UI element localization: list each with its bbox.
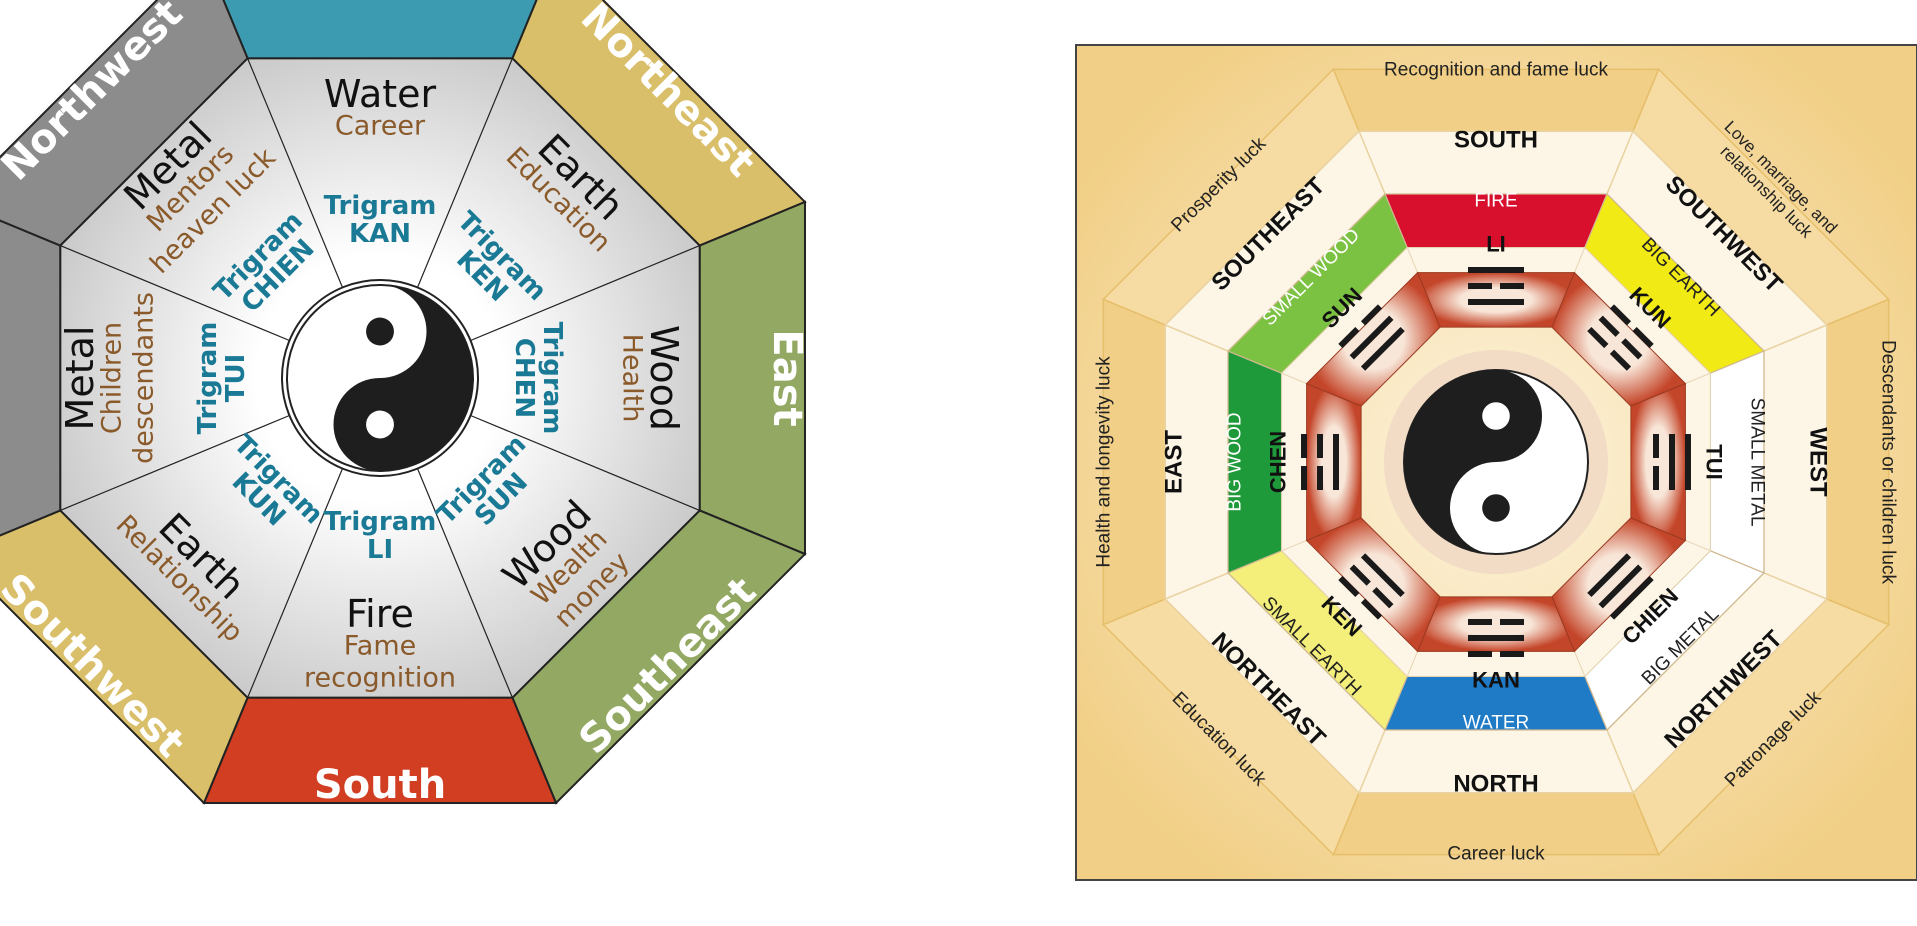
left-bagua-diagram: NorthWaterCareerTrigramKANNortheastEarth… bbox=[0, 0, 810, 808]
direction-label-south: SOUTH bbox=[1454, 127, 1538, 154]
sector-divider bbox=[470, 414, 700, 511]
trigram-name-label-tui: TUI bbox=[1702, 444, 1727, 479]
color-band-label-south: FIRE bbox=[1474, 191, 1517, 212]
aspect-label-north: Career bbox=[335, 111, 426, 142]
color-band-label-east: BIG WOOD bbox=[1225, 412, 1246, 511]
element-label-north: Water bbox=[324, 72, 437, 116]
trigram-label-south-line-1: Trigram bbox=[324, 507, 437, 537]
trigram-name-label-chen: CHEN bbox=[1266, 431, 1291, 493]
luck-label-south: Recognition and fame luck bbox=[1384, 60, 1608, 81]
direction-label-east: EAST bbox=[1161, 430, 1188, 494]
aspect-label-west-line-2: descendants bbox=[129, 292, 160, 464]
trigram-symbol-li bbox=[1468, 267, 1524, 305]
trigram-label-east-line-2: CHEN bbox=[509, 338, 539, 418]
trigram-symbol-kan bbox=[1468, 619, 1524, 657]
trigram-symbol-chen bbox=[1301, 434, 1339, 490]
trigram-symbol-ken bbox=[1338, 553, 1405, 620]
trigram-symbol-kun bbox=[1587, 304, 1654, 371]
yin-yang-right bbox=[1403, 369, 1589, 555]
trigram-zone bbox=[1416, 596, 1576, 652]
sector-divider bbox=[416, 468, 513, 698]
direction-label-east: East bbox=[764, 329, 810, 426]
trigram-label-east-line-1: Trigram bbox=[537, 322, 567, 435]
direction-band-north bbox=[222, 0, 538, 60]
direction-band-west bbox=[0, 219, 62, 537]
trigram-name-label-li: LI bbox=[1486, 232, 1506, 257]
element-label-west: Metal bbox=[58, 326, 102, 431]
sector-divider bbox=[247, 468, 344, 698]
trigram-label-west-line-1: Trigram bbox=[193, 322, 223, 435]
sector-divider bbox=[416, 58, 513, 288]
aspect-label-south-line-2: recognition bbox=[304, 663, 456, 694]
yin-yang-left bbox=[286, 284, 474, 472]
luck-label-west: Descendants or children luck bbox=[1878, 340, 1899, 584]
trigram-label-north-line-2: KAN bbox=[349, 219, 411, 249]
trigram-symbol-chien bbox=[1587, 553, 1654, 620]
sector-divider bbox=[60, 414, 290, 511]
element-label-south: Fire bbox=[346, 592, 414, 636]
trigram-symbol-tui bbox=[1653, 434, 1691, 490]
sector-divider bbox=[60, 245, 290, 342]
luck-label-east: Health and longevity luck bbox=[1094, 356, 1115, 568]
sector-divider bbox=[247, 58, 344, 288]
aspect-label-west-line-1: Children bbox=[97, 322, 128, 434]
trigram-label-west-line-2: TUI bbox=[221, 354, 251, 403]
trigram-zone bbox=[1630, 382, 1686, 542]
trigram-label-north-line-1: Trigram bbox=[324, 191, 437, 221]
direction-label-west: WEST bbox=[1805, 427, 1832, 497]
direction-label-south: South bbox=[314, 762, 446, 808]
color-band-label-north: WATER bbox=[1463, 713, 1530, 734]
trigram-name-label-kan: KAN bbox=[1472, 668, 1520, 693]
aspect-label-south-line-1: Fame bbox=[344, 631, 417, 662]
right-bagua-diagram: Recognition and fame luckSOUTHFIRELILove… bbox=[1094, 60, 1899, 865]
sector-divider bbox=[470, 245, 700, 342]
direction-label-north: NORTH bbox=[1453, 771, 1538, 798]
color-band-label-west: SMALL METAL bbox=[1747, 398, 1768, 527]
element-label-east: Wood bbox=[642, 325, 686, 431]
trigram-symbol-sun bbox=[1338, 304, 1405, 371]
aspect-label-east: Health bbox=[617, 334, 648, 423]
trigram-label-south-line-2: LI bbox=[367, 535, 393, 565]
luck-label-north: Career luck bbox=[1447, 844, 1545, 865]
